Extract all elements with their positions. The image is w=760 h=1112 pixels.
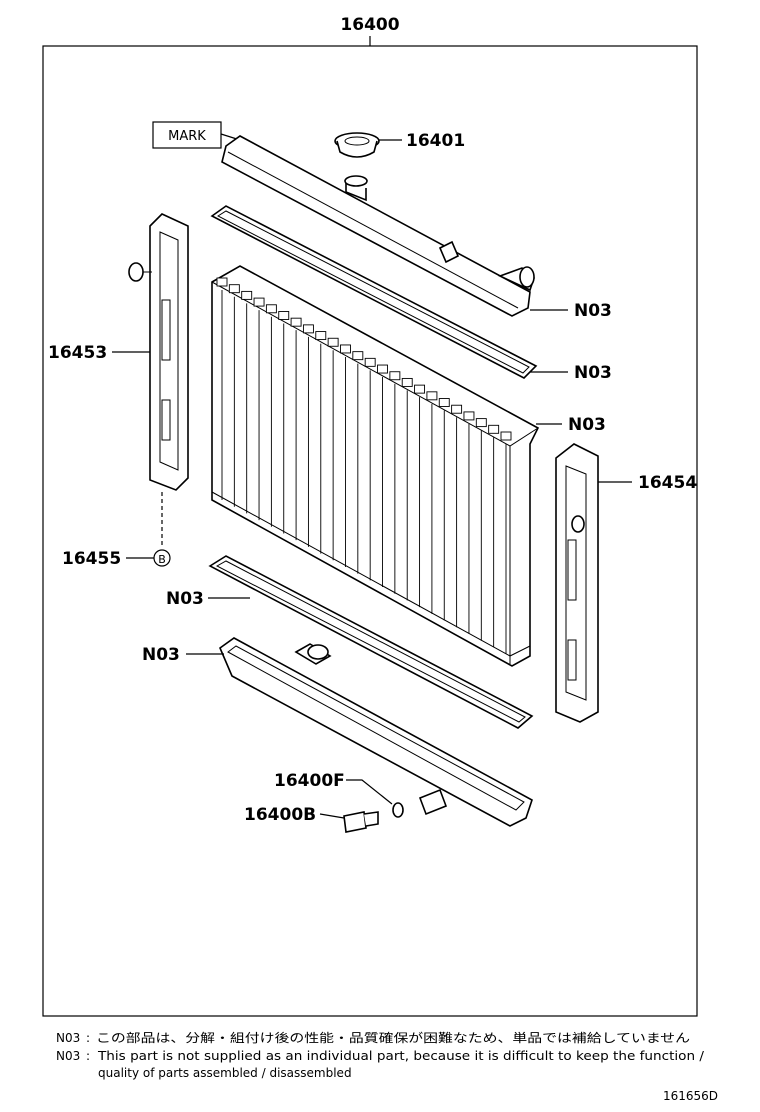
core-header-tab	[253, 297, 265, 307]
lower-gasket-number: N03	[166, 589, 204, 609]
drain-oring-number: 16400F	[274, 771, 345, 791]
core-header-tab	[265, 304, 277, 314]
core-header-tab	[414, 384, 426, 394]
core-header-tab	[302, 324, 314, 334]
core-header-tab	[451, 404, 463, 414]
note-line1-text: この部品は、分解・組付け後の性能・品質確保が困難なため、単品では補給していません	[96, 1030, 690, 1045]
note-line3-text: quality of parts assembled / disassemble…	[98, 1066, 352, 1080]
lower-tank-number: N03	[142, 645, 180, 665]
core-header-tab	[340, 344, 351, 354]
upper-gasket	[210, 205, 538, 379]
cap-number: 16401	[406, 131, 465, 151]
core-number: N03	[568, 415, 606, 435]
core-header-tab	[463, 411, 475, 421]
drain-oring-leader	[346, 779, 393, 805]
right-side-support	[555, 443, 599, 723]
drain-cock	[343, 811, 379, 833]
note-line1-code: N03	[56, 1031, 80, 1045]
radiator-core	[211, 265, 540, 667]
core-header-tab	[278, 311, 290, 320]
core-header-tab	[389, 371, 401, 381]
core-header-tab	[438, 398, 450, 407]
radiator-cap	[334, 132, 380, 158]
core-header-tab	[488, 424, 500, 434]
bolt-number: 16455	[62, 549, 121, 569]
core-header-tab	[475, 418, 487, 428]
core-header-tab	[216, 277, 228, 287]
lower-gasket	[208, 555, 534, 729]
note-line2-code: N03	[56, 1049, 80, 1063]
mark-label: MARK	[168, 129, 206, 144]
core-header-tab	[401, 377, 413, 387]
note-line1-colon: :	[86, 1031, 90, 1045]
lower-tank	[219, 637, 533, 827]
core-header-tab	[228, 284, 240, 294]
right-support-number: 16454	[638, 473, 697, 493]
core-fins	[216, 277, 512, 654]
note-line2-colon: :	[86, 1049, 90, 1063]
figure-id: 161656D	[663, 1089, 718, 1103]
drain-cock-leader	[319, 813, 345, 819]
note-line2-text: This part is not supplied as an individu…	[97, 1049, 705, 1063]
core-header-tab	[500, 431, 512, 441]
core-header-tab	[377, 364, 388, 374]
core-header-tab	[241, 290, 253, 300]
bolt-ref-letter: B	[158, 553, 166, 566]
left-side-support	[128, 213, 189, 491]
drain-cock-number: 16400B	[244, 805, 316, 825]
core-header-tab	[315, 331, 327, 341]
core-header-tab	[352, 351, 364, 361]
upper-tank	[221, 135, 535, 317]
drain-oring	[392, 802, 404, 818]
core-header-tab	[290, 317, 302, 327]
mark-box	[152, 121, 222, 149]
upper-gasket-number: N03	[574, 363, 612, 383]
upper-tank-number: N03	[574, 301, 612, 321]
core-header-tab	[426, 391, 438, 401]
assembly-number: 16400	[340, 15, 399, 35]
left-support-number: 16453	[48, 343, 107, 363]
core-header-tab	[327, 337, 339, 347]
core-header-tab	[364, 357, 376, 367]
